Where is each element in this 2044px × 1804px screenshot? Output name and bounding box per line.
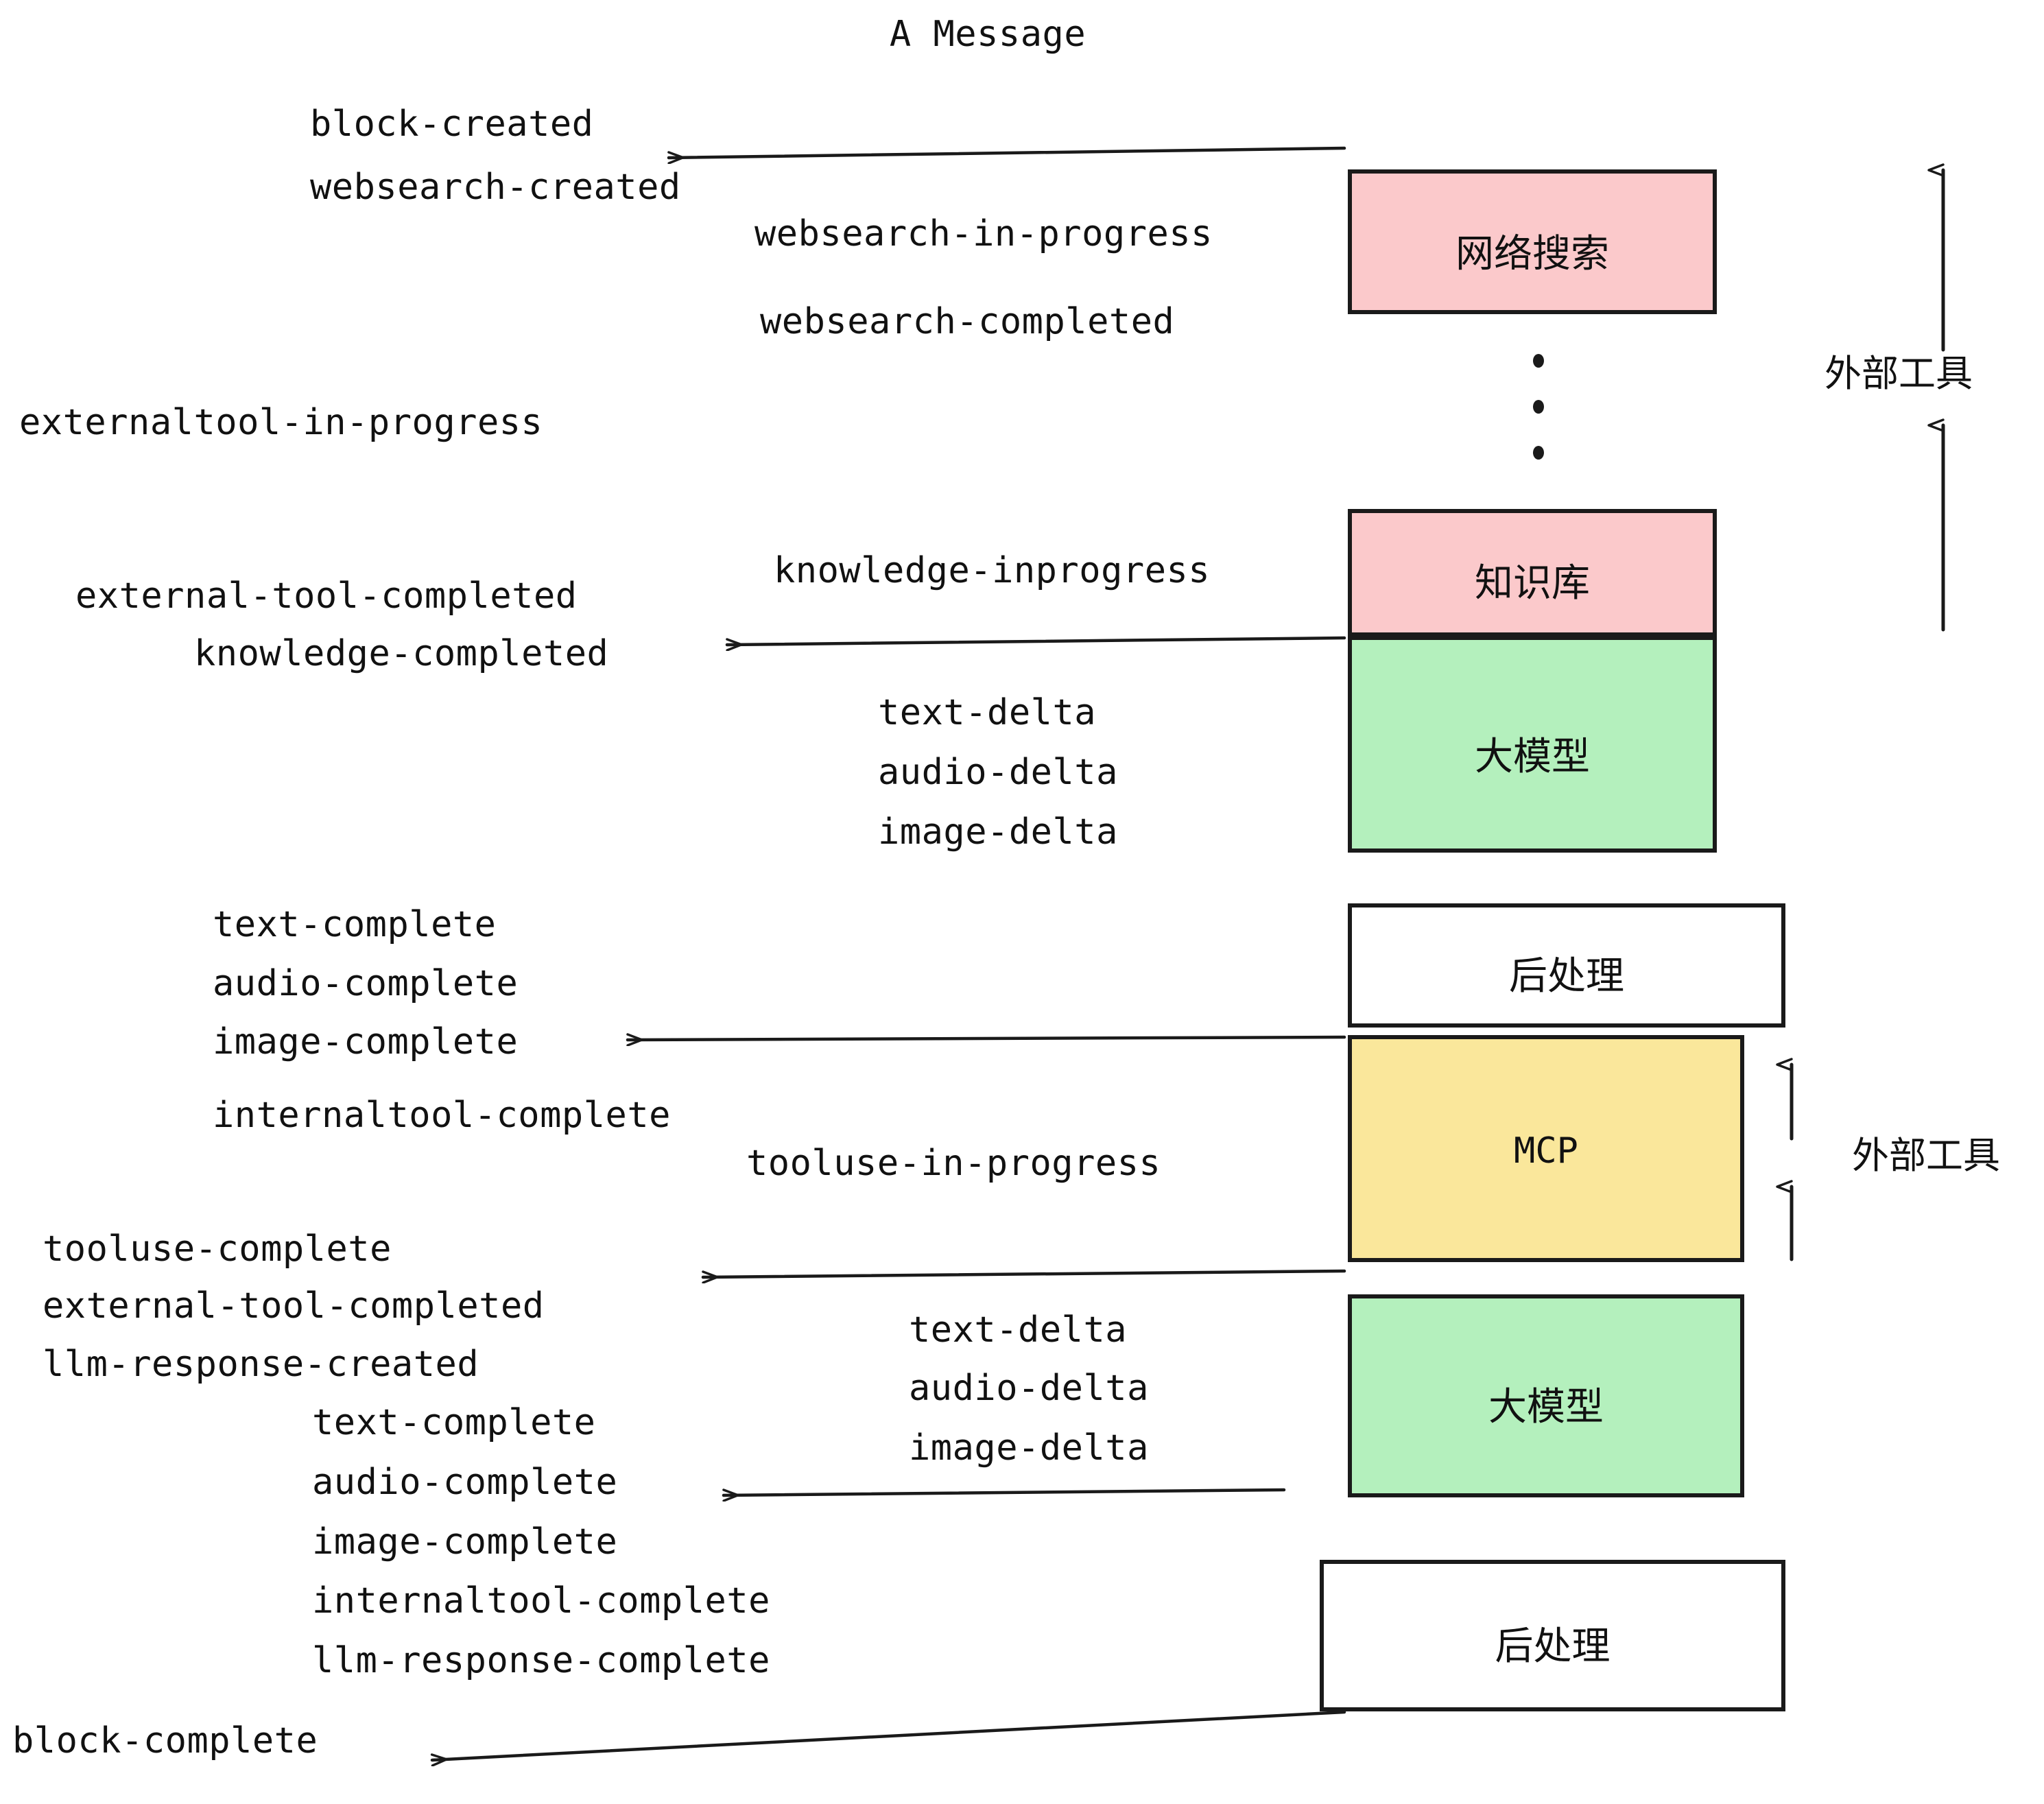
arrow-block-complete [430, 1710, 1346, 1760]
event-image-complete-2: image-complete [312, 1521, 618, 1563]
arrow-knowledge-completed [725, 636, 1346, 645]
event-audio-delta-2: audio-delta [909, 1368, 1149, 1409]
box-websearch [1348, 169, 1717, 314]
event-llm-response-created: llm-response-created [43, 1344, 479, 1385]
box-label-mcp: MCP [1514, 1130, 1578, 1172]
box-knowledge [1348, 509, 1717, 637]
event-external-tool-completed-2: external-tool-completed [43, 1285, 545, 1327]
event-text-complete-2: text-complete [312, 1402, 596, 1443]
event-websearch-created: websearch-created [310, 167, 681, 208]
side-label-external-tool-bottom: 外部工具 [1852, 1134, 2000, 1177]
side-label-external-tool-top: 外部工具 [1825, 352, 1973, 395]
event-llm-response-complete: llm-response-complete [312, 1640, 770, 1681]
box-llm-2 [1348, 1294, 1744, 1497]
box-label-llm-2: 大模型 [1488, 1385, 1604, 1429]
event-text-delta-1: text-delta [878, 692, 1097, 733]
ellipsis-dot-2 [1533, 400, 1544, 414]
arrow-block-created [667, 146, 1346, 158]
ellipsis-dot-3 [1533, 446, 1544, 460]
event-audio-complete-2: audio-complete [312, 1462, 618, 1503]
event-internaltool-complete-1: internaltool-complete [213, 1095, 671, 1136]
event-knowledge-completed: knowledge-completed [194, 633, 609, 674]
box-llm-1 [1348, 636, 1717, 853]
event-text-delta-2: text-delta [909, 1309, 1128, 1351]
flow-arrows [430, 146, 1346, 1760]
box-label-llm-1: 大模型 [1475, 735, 1590, 779]
event-knowledge-inprogress: knowledge-inprogress [774, 550, 1211, 591]
event-image-delta-1: image-delta [878, 811, 1118, 853]
box-postprocess-2 [1320, 1560, 1785, 1711]
ellipsis-dot-1 [1533, 354, 1544, 368]
box-postprocess-1 [1348, 903, 1785, 1028]
event-internaltool-complete-2: internaltool-complete [312, 1580, 770, 1622]
event-block-created: block-created [310, 104, 594, 145]
box-label-knowledge: 知识库 [1475, 561, 1590, 606]
event-image-complete-1: image-complete [213, 1021, 519, 1063]
arrow-tooluse-complete [701, 1269, 1346, 1277]
event-text-complete-1: text-complete [213, 904, 497, 945]
event-block-complete: block-complete [12, 1720, 318, 1761]
event-externaltool-in-progress: externaltool-in-progress [19, 402, 543, 443]
diagram-title: A Message [889, 14, 1086, 55]
arrow-audio-complete [722, 1488, 1286, 1495]
event-websearch-in-progress: websearch-in-progress [754, 213, 1213, 254]
box-label-postprocess-2: 后处理 [1495, 1624, 1611, 1669]
event-audio-complete-1: audio-complete [213, 963, 519, 1004]
event-image-delta-2: image-delta [909, 1427, 1149, 1469]
event-external-tool-completed-1: external-tool-completed [75, 575, 578, 617]
arrow-image-complete [626, 1037, 1346, 1040]
event-tooluse-in-progress: tooluse-in-progress [746, 1143, 1161, 1184]
scope-arrows [1792, 170, 1945, 1261]
event-websearch-completed: websearch-completed [760, 301, 1175, 342]
box-label-websearch: 网络搜索 [1455, 232, 1609, 276]
event-tooluse-complete: tooluse-complete [43, 1229, 392, 1270]
box-mcp [1348, 1035, 1744, 1262]
event-audio-delta-1: audio-delta [878, 752, 1118, 793]
box-label-postprocess-1: 后处理 [1509, 954, 1624, 999]
process-boxes [1320, 169, 1785, 1711]
